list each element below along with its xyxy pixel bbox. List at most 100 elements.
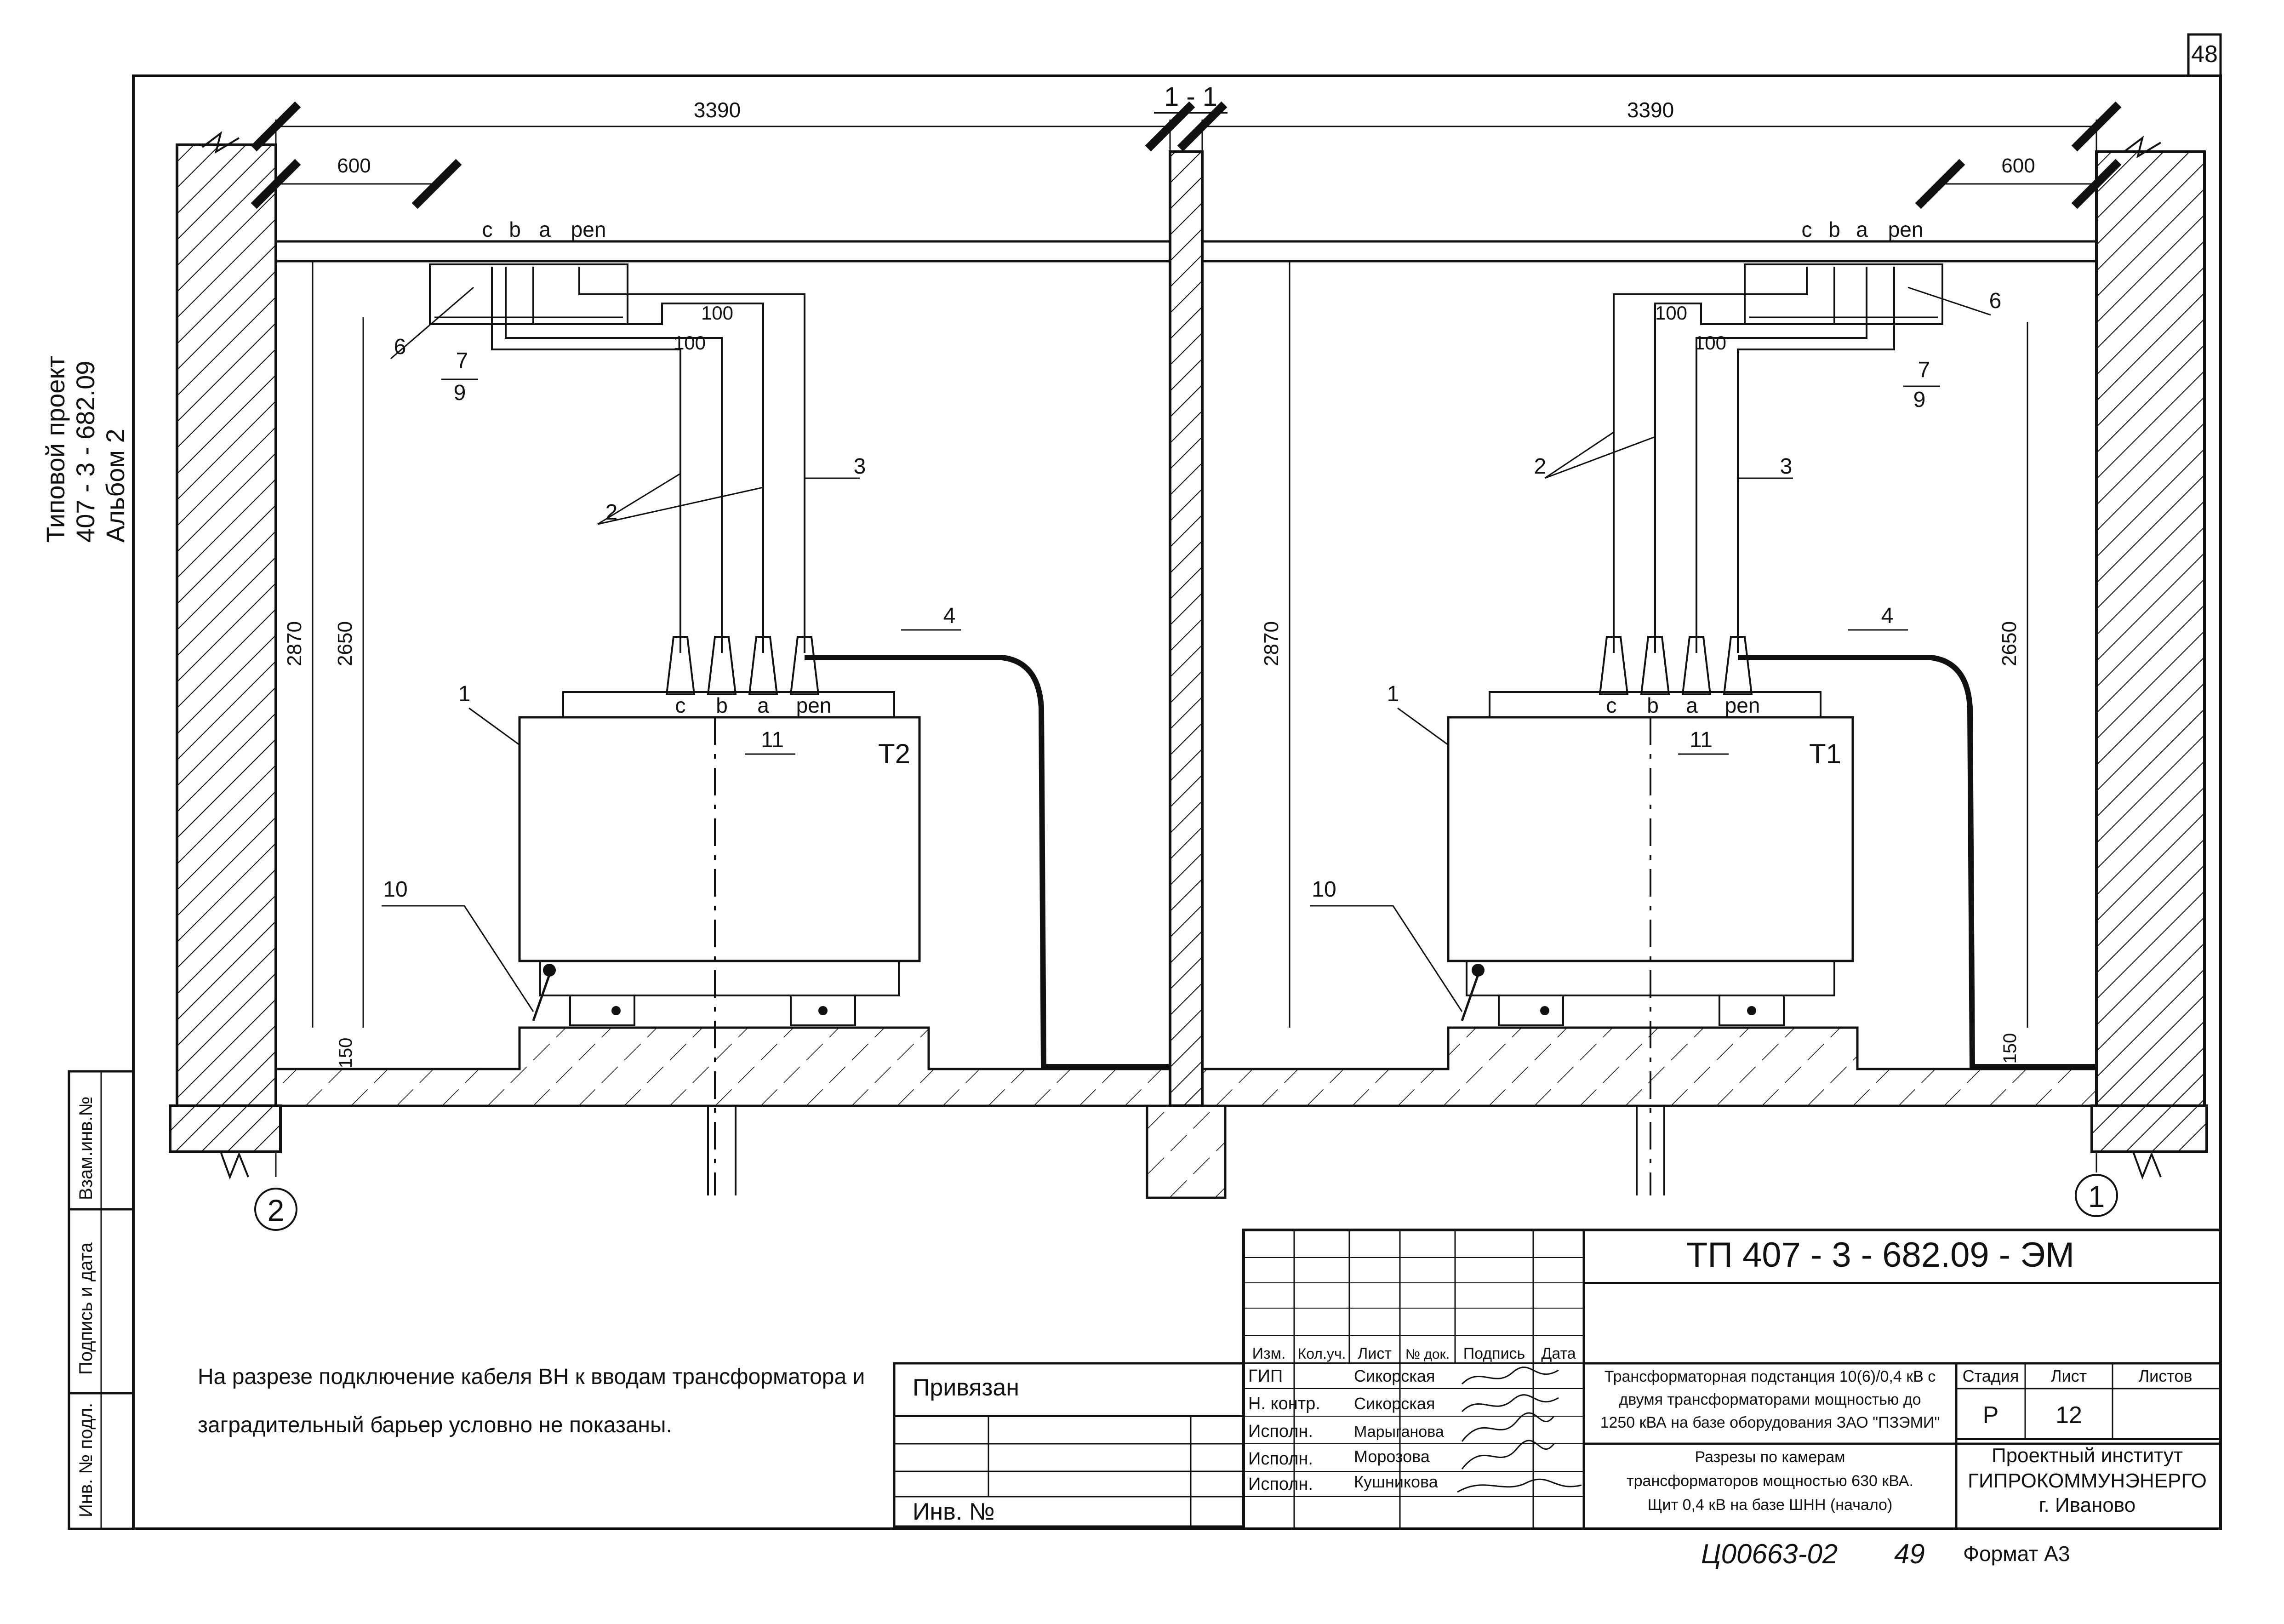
tb-header-data: Дата — [1541, 1345, 1576, 1362]
tb-desc-line3: 1250 кВА на базе оборудования ЗАО "ПЗЭМИ… — [1600, 1414, 1940, 1431]
tb-name-2: Марыганова — [1354, 1423, 1444, 1441]
tr-left-phase-a: a — [757, 693, 769, 717]
tb-code: ТП 407 - 3 - 682.09 - ЭМ — [1686, 1235, 2074, 1275]
panel-left-phase-c: c — [482, 217, 493, 241]
page-number: 48 — [2191, 41, 2218, 68]
transformer-left-label: Т2 — [878, 738, 910, 769]
privyazan-label: Привязан — [913, 1374, 1019, 1401]
tr-left-phase-c: c — [675, 693, 686, 717]
dim-gap-100-left-a: 100 — [701, 302, 733, 324]
position-callouts: 1 2 3 4 6 7 9 11 10 1 2 3 4 6 7 9 11 10 — [382, 286, 2002, 1012]
tb-sheet-header: Лист — [2051, 1367, 2087, 1385]
note-line2: заградительный барьер условно не показан… — [198, 1413, 672, 1437]
dim-room-width-left: 3390 — [694, 98, 741, 122]
handwritten-code: Ц00663-02 — [1701, 1538, 1838, 1569]
project-line2: 407 - 3 - 682.09 — [71, 361, 100, 543]
dim-base-left: 150 — [336, 1038, 356, 1069]
tr-right-phase-a: a — [1686, 693, 1698, 717]
tb-sheet-title-line3: Щит 0,4 кВ на базе ШНН (начало) — [1648, 1496, 1893, 1514]
dim-height-full-right: 2870 — [1260, 621, 1283, 666]
sheet-frame: 48 — [132, 33, 2222, 1530]
tr-left-phase-pen: pen — [796, 693, 832, 717]
dim-gap-100-right-b: 100 — [1694, 332, 1726, 354]
stamp-vzam-inv: Взам.инв.№ — [76, 1096, 96, 1200]
tb-name-4: Кушникова — [1354, 1472, 1439, 1491]
pos-4-left: 4 — [943, 604, 956, 628]
pos-9-right: 7 — [1918, 358, 1930, 382]
pos-2-right: 2 — [1534, 454, 1547, 479]
tb-name-3: Морозова — [1354, 1447, 1430, 1466]
footer: Ц00663-02 49 Формат А3 — [1701, 1538, 2070, 1569]
tb-sheet-title-line2: трансформаторов мощностью 630 кВА. — [1627, 1472, 1913, 1490]
transformer-right-label: Т1 — [1809, 738, 1841, 769]
section-label: 1 - 1 — [1164, 82, 1217, 112]
pos-2-left: 2 — [605, 500, 618, 525]
pos-10-right: 9 — [1913, 388, 1926, 412]
dim-gap-100-right-a: 100 — [1655, 302, 1687, 324]
tb-desc-line2: двумя трансформаторами мощностью до — [1619, 1391, 1921, 1408]
tr-right-phase-c: c — [1606, 693, 1617, 717]
pos-3-left: 3 — [854, 454, 866, 479]
tb-header-koluch: Кол.уч. — [1298, 1345, 1346, 1362]
panel-left-phase-pen: pen — [571, 217, 606, 241]
pos-7-left: 10 — [383, 877, 407, 902]
left-room-equipment: c b a pen c b a pen Т2 — [429, 217, 1170, 1195]
axis-markers: 2 1 — [254, 1152, 2118, 1231]
dim-height-inner-left: 2650 — [334, 621, 356, 666]
project-label: Типовой проект 407 - 3 - 682.09 Альбом 2 — [41, 356, 130, 543]
panel-right-phase-pen: pen — [1888, 217, 1924, 241]
tb-header-podpis: Подпись — [1463, 1345, 1525, 1362]
tb-stage-header: Стадия — [1963, 1367, 2019, 1385]
stamp-podpis-data: Подпись и дата — [76, 1242, 96, 1375]
tr-left-phase-b: b — [716, 693, 728, 717]
pos-10-left: 9 — [454, 381, 466, 405]
tb-org-line1: Проектный институт — [1992, 1444, 2183, 1467]
tb-sheet-no: 12 — [2056, 1402, 2082, 1429]
pos-1-left: 1 — [458, 682, 471, 706]
pos-7-right: 10 — [1312, 877, 1336, 902]
building-structure — [169, 131, 2208, 1199]
dimension-lines: 3390 3390 1 - 1 600 600 2870 2650 150 28… — [251, 82, 2122, 1069]
right-room-equipment: c b a pen c b a pen Т1 — [1447, 217, 2096, 1195]
tr-right-phase-b: b — [1647, 693, 1659, 717]
panel-right-phase-b: b — [1828, 217, 1840, 241]
axis-left-label: 2 — [268, 1193, 285, 1227]
title-block: Привязан Инв. № Изм. Кол.уч. Лист № д — [893, 1229, 2222, 1530]
tb-role-2: Исполн. — [1248, 1422, 1313, 1441]
dim-height-inner-right: 2650 — [1998, 621, 2021, 666]
tb-name-1: Сикорская — [1354, 1394, 1435, 1413]
panel-left-phase-a: a — [539, 217, 551, 241]
tb-name-0: Сикорская — [1354, 1367, 1435, 1385]
format-label: Формат А3 — [1963, 1542, 2070, 1566]
dim-panel-offset-left: 600 — [337, 154, 371, 177]
pos-9-left: 7 — [456, 349, 468, 373]
pos-6-right: 6 — [1989, 289, 2002, 313]
tb-sheets-header: Листов — [2139, 1367, 2193, 1385]
tb-org-line2: ГИПРОКОММУНЭНЕРГО — [1968, 1470, 2207, 1492]
pos-4-right: 4 — [1881, 604, 1894, 628]
handwritten-num: 49 — [1894, 1538, 1925, 1569]
pos-1-right: 1 — [1387, 682, 1399, 706]
pos-11-right: 11 — [1690, 728, 1713, 752]
panel-right-phase-c: c — [1802, 217, 1812, 241]
inv-no-label: Инв. № — [913, 1498, 994, 1525]
tb-role-0: ГИП — [1248, 1367, 1283, 1386]
tb-org-line3: г. Иваново — [2039, 1494, 2136, 1516]
tr-right-phase-pen: pen — [1725, 693, 1760, 717]
axis-right-label: 1 — [2088, 1179, 2105, 1213]
tb-desc-line1: Трансформаторная подстанция 10(6)/0,4 кВ… — [1605, 1368, 1936, 1385]
stamp-inv-podl: Инв. № подл. — [76, 1403, 96, 1517]
tb-header-izm: Изм. — [1252, 1345, 1286, 1362]
panel-left-phase-b: b — [509, 217, 521, 241]
dim-panel-offset-right: 600 — [2001, 154, 2035, 177]
tb-header-ndok: № док. — [1405, 1347, 1450, 1362]
tb-header-list: Лист — [1358, 1345, 1392, 1362]
dim-base-right: 150 — [2000, 1033, 2020, 1064]
pos-11-left: 11 — [761, 728, 784, 752]
project-line3: Альбом 2 — [101, 429, 130, 543]
tb-sheet-title-line1: Разрезы по камерам — [1695, 1448, 1845, 1466]
tb-role-1: Н. контр. — [1248, 1394, 1320, 1413]
project-line1: Типовой проект — [41, 356, 70, 543]
pos-3-right: 3 — [1780, 454, 1793, 479]
